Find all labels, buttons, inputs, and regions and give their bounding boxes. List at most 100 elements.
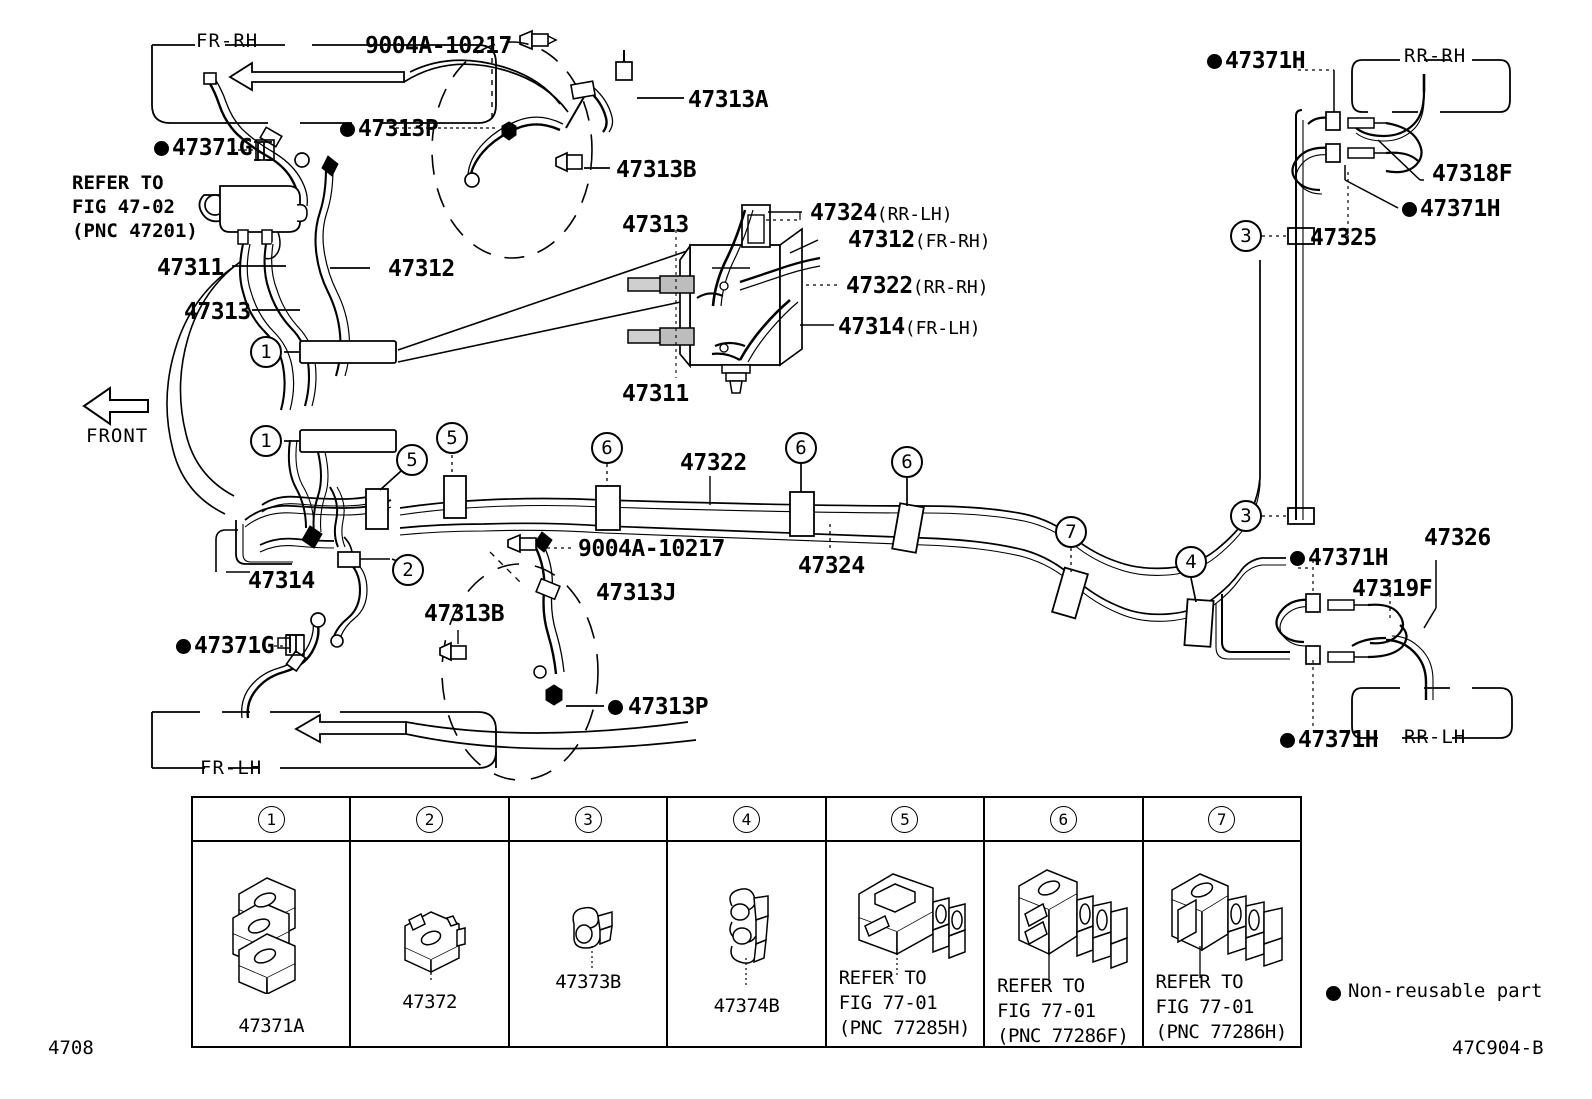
legend-number-1: 1 [257,805,285,833]
refer-to-line2: FIG 47-02 [72,196,175,218]
clip-block-1-upper [299,340,397,364]
label-9004A-10217-top: 9004A-10217 [365,33,512,59]
wheel-label-rr-lh: RR-LH [1404,726,1467,748]
clamp-4 [1183,598,1215,648]
non-reusable-dot-47371G-low [176,639,191,654]
legend-header-4: 4 [668,798,825,842]
non-reusable-legend-dot [1326,986,1341,1001]
callout-6-a[interactable]: 6 [591,432,623,464]
label-47371H-bottom-right-1: 47371H [1308,545,1389,571]
callout-3-upper[interactable]: 3 [1230,220,1262,252]
legend-header-2: 2 [351,798,508,842]
non-reusable-dot-47371H-br1 [1290,551,1305,566]
clip-47372-icon [404,911,467,980]
label-47313-left: 47313 [184,299,251,325]
clamp-77285H-icon [857,873,966,978]
legend-number-4: 4 [732,805,760,833]
legend-body-3: 47373B [510,842,666,1046]
clip-47373B-icon [572,906,613,970]
legend-column-3: 3 47373B [509,798,669,1046]
label-47322-detail: 47322(RR-RH) [846,273,989,300]
callout-2[interactable]: 2 [392,554,424,586]
callout-1-lower[interactable]: 1 [250,425,282,457]
legend-body-2: 47372 [351,842,507,1046]
legend-caption-2: 47372 [402,991,457,1013]
refer-to-line1: REFER TO [72,172,164,194]
label-47371H-top-right-2: 47371H [1420,196,1501,222]
legend-number-3: 3 [574,805,602,833]
non-reusable-dot-47371G-top [154,141,169,156]
label-47312-detail-side: (FR-RH) [914,231,991,252]
pipes-47311-47313 [238,243,317,411]
label-47311-detail: 47311 [622,381,689,407]
callout-5-b[interactable]: 5 [436,422,468,454]
label-47371G-low: 47371G [194,633,275,659]
legend-header-5: 5 [826,798,984,842]
label-47326: 47326 [1424,525,1491,551]
label-47319F: 47319F [1352,576,1433,602]
callout-6-c[interactable]: 6 [891,446,923,478]
non-reusable-dot-47313P-low [608,700,623,715]
label-47313J: 47313J [596,580,677,606]
clamp-7 [1051,566,1089,620]
label-47312-left: 47312 [388,256,455,282]
legend-caption-7: REFER TO FIG 77-01 (PNC 77286H) [1155,971,1288,1044]
label-47314-low: 47314 [248,568,315,594]
label-47314-detail-code: 47314 [838,314,905,340]
label-47318F: 47318F [1432,161,1513,187]
wheel-label-fr-rh: FR-RH [196,30,259,52]
legend-header-1: 1 [193,798,350,842]
bolt-47313B-low [439,641,467,662]
front-arrow-label: FRONT [86,425,149,447]
brake-master-cylinder [198,185,308,260]
legend-number-6: 6 [1049,805,1077,833]
callout-7[interactable]: 7 [1055,516,1087,548]
legend-caption-6: REFER TO FIG 77-01 (PNC 77286F) [997,975,1129,1048]
non-reusable-dot-47371H-br2 [1280,733,1295,748]
callout-6-b[interactable]: 6 [785,432,817,464]
label-47313P-top: 47313P [358,116,439,142]
label-47324-run: 47324 [798,553,865,579]
front-direction-arrow [82,386,149,426]
sheet-code: 4708 [48,1037,94,1059]
fr-lh-hose-detail-ellipse [441,563,599,781]
callout-5-a[interactable]: 5 [396,444,428,476]
legend-header-6: 6 [985,798,1142,842]
callout-4[interactable]: 4 [1175,546,1207,578]
fr-rh-hose-detail [464,50,633,188]
legend-caption-4: 47374B [713,995,780,1017]
legend-caption-3: 47373B [555,971,621,993]
fr-rh-hose-detail-ellipse [431,41,593,259]
legend-column-5: 5 [826,798,986,1046]
non-reusable-note: Non-reusable part [1348,980,1543,1002]
label-47324-detail-code: 47324 [810,200,877,226]
refer-to-line3: (PNC 47201) [72,220,198,242]
label-47325: 47325 [1310,225,1377,251]
legend-number-7: 7 [1208,805,1236,833]
non-reusable-dot-47371H-tr [1207,54,1222,69]
non-reusable-dot-47313P-top [340,122,355,137]
label-47313A: 47313A [688,87,769,113]
fr-lh-brake-hose [241,612,697,750]
clip-47374B-icon [729,888,770,988]
legend-column-1: 1 [193,798,352,1046]
label-47371H-bottom-right-2: 47371H [1298,727,1379,753]
label-47313B-low: 47313B [424,601,505,627]
callout-1-upper[interactable]: 1 [250,336,282,368]
legend-body-1: 47371A [193,842,349,1046]
label-47312-detail: 47312(FR-RH) [848,227,991,254]
label-47313P-low: 47313P [628,694,709,720]
clip-symbol-47371G-low [285,634,305,656]
non-reusable-dot-47371H-tr2 [1402,202,1417,217]
legend-body-7: REFER TO FIG 77-01 (PNC 77286H) [1144,842,1300,1046]
label-47312-detail-code: 47312 [848,227,915,253]
label-47322-detail-code: 47322 [846,273,913,299]
clip-block-1-lower [299,429,397,453]
legend-body-6: REFER TO FIG 77-01 (PNC 77286F) [985,842,1141,1048]
clamp-6a [595,485,621,531]
clamp-6b [789,491,815,537]
callout-3-lower[interactable]: 3 [1230,500,1262,532]
rr-rh-tube-assembly [1291,74,1426,520]
fr-lh-hose-detail [533,531,565,706]
